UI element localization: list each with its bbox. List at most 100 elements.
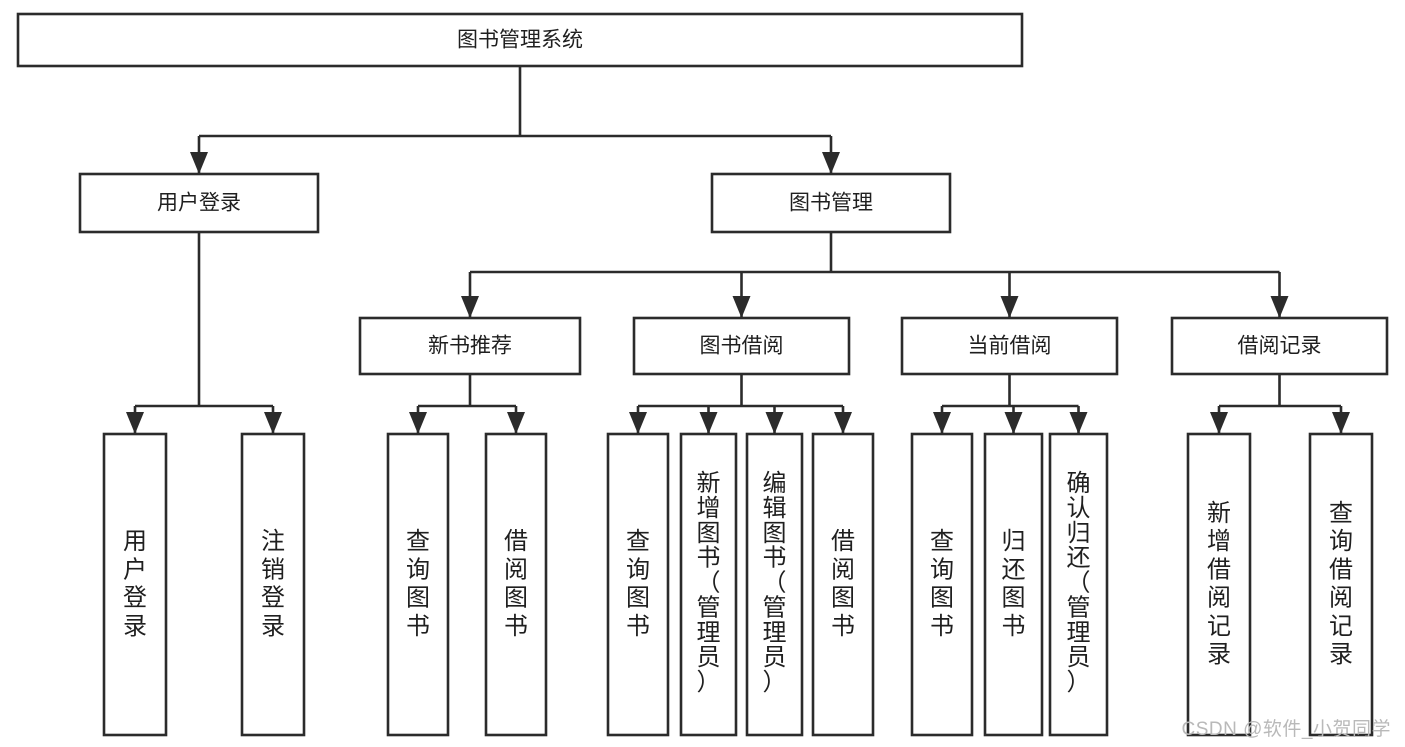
node-label-char: 书 — [504, 613, 528, 640]
node-label-char: 询 — [626, 556, 650, 583]
node-label-char: 编 — [763, 470, 787, 497]
node-label-char: 查 — [1329, 500, 1353, 527]
node-l3-borrow-record[interactable]: 借阅记录 — [1170, 316, 1389, 376]
node-label-char: 询 — [930, 556, 954, 583]
node-label-char: 询 — [406, 556, 430, 583]
node-label-char: 书 — [930, 613, 954, 640]
node-label-char: 管 — [697, 594, 721, 621]
node-box — [1170, 316, 1389, 376]
arrow-head — [629, 412, 647, 434]
node-label-char: 新 — [1207, 500, 1231, 527]
node-label: 图书管理系统 — [457, 29, 583, 52]
node-box — [102, 432, 168, 737]
node-label-char: 阅 — [1207, 585, 1231, 612]
node-label-char: ） — [763, 669, 787, 696]
node-root-root[interactable]: 图书管理系统 — [16, 12, 1024, 68]
node-label: 图书借阅 — [700, 335, 784, 358]
node-label-char: 图 — [406, 585, 430, 612]
node-l3-current-borrow[interactable]: 当前借阅 — [900, 316, 1119, 376]
nodes-layer: 图书管理系统用户登录图书管理新书推荐图书借阅当前借阅借阅记录用户登录注销登录查询… — [16, 12, 1389, 737]
node-label-char: 阅 — [831, 556, 855, 583]
node-label-char: 管 — [1067, 594, 1091, 621]
node-label-char: 借 — [504, 528, 528, 555]
node-label-char: 销 — [261, 556, 285, 583]
edges-layer — [126, 66, 1350, 434]
node-label-char: 增 — [697, 495, 721, 522]
node-l2-user-login[interactable]: 用户登录 — [78, 172, 320, 234]
node-label: 图书管理 — [789, 192, 873, 215]
node-label-char: 书 — [763, 545, 787, 572]
node-label-char: 查 — [406, 528, 430, 555]
node-label-char: 理 — [697, 619, 721, 646]
node-label-char: 理 — [1067, 619, 1091, 646]
node-label-char: 图 — [626, 585, 650, 612]
node-label-char: 录 — [261, 613, 285, 640]
node-box — [679, 432, 738, 737]
node-box — [745, 432, 804, 737]
node-box — [900, 316, 1119, 376]
node-label-char: 录 — [123, 613, 147, 640]
node-label-char: 书 — [1002, 613, 1026, 640]
node-label: 当前借阅 — [968, 335, 1052, 358]
arrow-head — [264, 412, 282, 434]
node-box — [1308, 432, 1374, 737]
arrow-head — [765, 412, 784, 434]
arrow-head — [409, 412, 427, 434]
node-label-char: 记 — [1329, 613, 1353, 640]
node-label-char: 员 — [763, 644, 787, 671]
node-box — [606, 432, 670, 737]
node-label-char: ） — [697, 669, 721, 696]
node-label-char: 记 — [1207, 613, 1231, 640]
node-l3-book-borrow[interactable]: 图书借阅 — [632, 316, 851, 376]
node-label: 用户登录 — [157, 192, 241, 215]
arrow-head — [1069, 412, 1088, 434]
node-label-char: 询 — [1329, 528, 1353, 555]
node-label-char: 登 — [123, 585, 147, 612]
node-l3-new-book-rec[interactable]: 新书推荐 — [358, 316, 582, 376]
arrow-head — [732, 296, 751, 318]
node-label-char: 书 — [697, 545, 721, 572]
node-label-char: 登 — [261, 585, 285, 612]
arrow-head — [1000, 296, 1019, 318]
node-label-char: 归 — [1002, 528, 1026, 555]
arrow-head — [507, 412, 525, 434]
arrow-head — [933, 412, 951, 434]
node-box — [78, 172, 320, 234]
node-leaf-leaf-user-login[interactable]: 用户登录 — [102, 432, 168, 737]
node-box — [240, 432, 306, 737]
node-l2-book-manage[interactable]: 图书管理 — [710, 172, 952, 234]
node-label-char: 图 — [697, 520, 721, 547]
node-label-char: 新 — [697, 470, 721, 497]
node-label-char: 借 — [1207, 556, 1231, 583]
arrow-head — [1210, 412, 1228, 434]
node-label-char: 录 — [1329, 641, 1353, 668]
node-label-char: 借 — [831, 528, 855, 555]
arrow-head — [1332, 412, 1350, 434]
arrow-head — [461, 296, 479, 318]
node-label-char: 阅 — [504, 556, 528, 583]
node-label-char: 图 — [763, 520, 787, 547]
arrow-head — [699, 412, 718, 434]
node-label-char: 用 — [123, 528, 147, 555]
node-box — [811, 432, 875, 737]
node-label-char: 图 — [831, 585, 855, 612]
node-label-char: 员 — [697, 644, 721, 671]
node-label-char: 还 — [1002, 556, 1026, 583]
node-box — [632, 316, 851, 376]
node-label-char: 归 — [1067, 520, 1091, 547]
node-label-char: （ — [1067, 570, 1091, 597]
node-box — [1186, 432, 1252, 737]
